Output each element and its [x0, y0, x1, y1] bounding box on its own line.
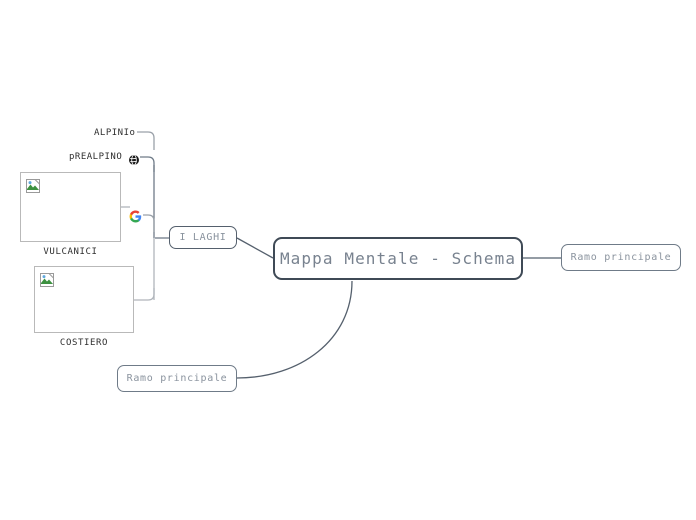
broken-image-icon — [40, 272, 54, 287]
node-ramo-principale-bottom-label: Ramo principale — [126, 373, 228, 384]
node-alpinio-label: ALPINIo — [94, 128, 136, 138]
vulcanici-image-frame[interactable] — [20, 172, 121, 242]
node-ramo-principale-right[interactable]: Ramo principale — [561, 244, 681, 271]
costiero-image-frame[interactable] — [34, 266, 134, 333]
wire-alpinio — [137, 131, 155, 150]
node-costiero[interactable]: COSTIERO — [34, 266, 134, 348]
wire-costiero — [134, 288, 155, 301]
wire-central-to-bottom — [236, 280, 353, 379]
node-i-laghi-label: I LAGHI — [179, 232, 227, 243]
vulcanici-caption: VULCANICI — [43, 247, 98, 257]
central-node[interactable]: Mappa Mentale - Schema — [273, 237, 523, 280]
node-prealpino-label: pREALPINO — [69, 152, 123, 162]
node-vulcanici[interactable]: VULCANICI — [20, 172, 121, 257]
wire-google — [143, 214, 155, 232]
globe-icon — [128, 151, 140, 166]
node-prealpino[interactable]: pREALPINO — [69, 152, 122, 162]
node-ramo-principale-right-label: Ramo principale — [570, 252, 672, 263]
costiero-caption: COSTIERO — [59, 338, 109, 348]
google-icon[interactable] — [129, 208, 142, 223]
node-alpinio[interactable]: ALPINIo — [94, 128, 135, 138]
node-ramo-principale-bottom[interactable]: Ramo principale — [117, 365, 237, 392]
central-node-label: Mappa Mentale - Schema — [279, 249, 517, 268]
node-i-laghi[interactable]: I LAGHI — [169, 226, 237, 249]
wire-prealpino — [140, 156, 155, 172]
wire-central-to-laghi — [236, 237, 274, 259]
broken-image-icon — [26, 178, 40, 193]
